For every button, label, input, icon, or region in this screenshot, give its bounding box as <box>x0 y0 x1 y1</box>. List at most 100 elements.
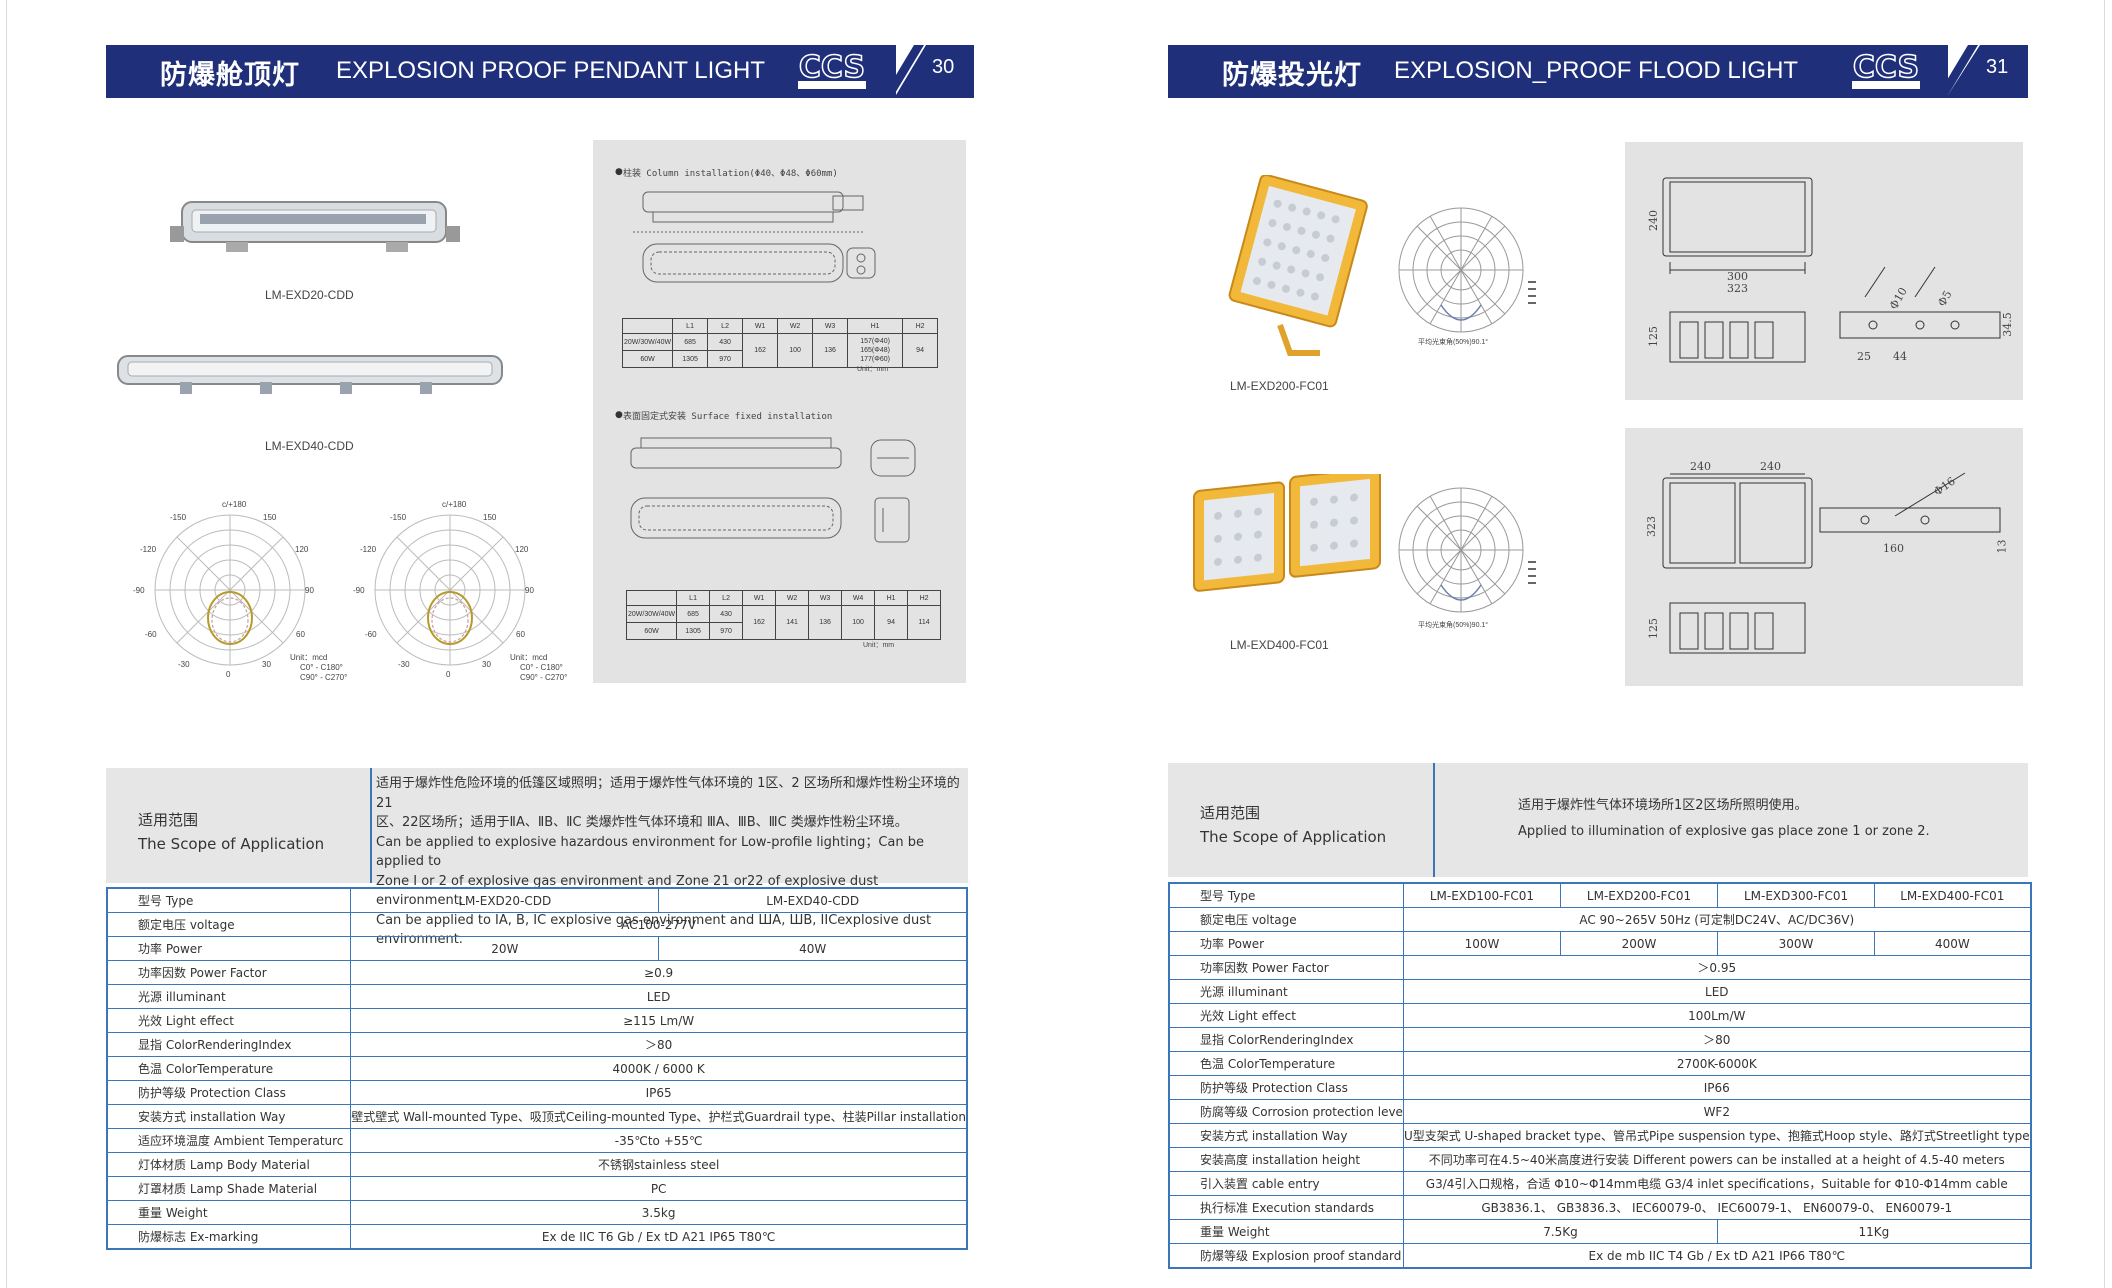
spec-value: 壁式壁式 Wall-mounted Type、吸顶式Ceiling-mounte… <box>350 1104 968 1129</box>
spec-value: ＞80 <box>350 1032 968 1057</box>
product-model-label: LM-EXD200-FC01 <box>1230 379 1329 393</box>
spec-key: 功率因数 Power Factor <box>106 960 352 985</box>
polar-chart-left <box>154 514 306 666</box>
dim-cell: 1305 <box>672 350 709 368</box>
polar-legend-c0: C0° - C180° <box>300 663 343 672</box>
scope-label-cn: 适用范围 <box>1200 804 1261 822</box>
header-bar <box>106 45 896 95</box>
product-photo-exd20 <box>170 190 470 270</box>
product-photo-fc01-200 <box>1228 175 1368 356</box>
polar-angle-label: c/+180 <box>222 500 247 509</box>
spec-value: 11Kg <box>1717 1219 2032 1244</box>
page-title-cn: 防爆投光灯 <box>1222 60 1362 91</box>
header-underline <box>1168 95 2028 98</box>
dim-cell: 94 <box>874 605 909 640</box>
spec-key: 额定电压 voltage <box>106 912 352 937</box>
dim-label: 13 <box>1995 539 2009 554</box>
spec-key: 重量 Weight <box>1168 1219 1404 1244</box>
spec-value: 100W <box>1402 931 1561 956</box>
dim-header: W3 <box>812 318 849 334</box>
spec-value: LM-EXD20-CDD <box>350 887 660 913</box>
polar-angle-label: 30 <box>482 660 491 669</box>
polar-angle-label: -90 <box>133 586 145 595</box>
spec-value: AC 90~265V 50Hz (可定制DC24V、AC/DC36V) <box>1402 907 2032 932</box>
spec-key: 色温 ColorTemperature <box>1168 1051 1404 1076</box>
spec-key: 显指 ColorRenderingIndex <box>106 1032 352 1057</box>
spec-key: 安装方式 installation Way <box>1168 1123 1404 1148</box>
dim-header <box>621 318 674 334</box>
polar-angle-label: -150 <box>170 513 187 522</box>
spec-value: AC100-277V <box>350 912 968 937</box>
spec-key: 灯罩材质 Lamp Shade Material <box>106 1176 352 1201</box>
spec-key: 显指 ColorRenderingIndex <box>1168 1027 1404 1052</box>
spec-value: IP66 <box>1402 1075 2032 1100</box>
page-header: 防爆舱顶灯 EXPLOSION PROOF PENDANT LIGHT CCS … <box>106 45 974 98</box>
page-edge-right <box>2104 0 2105 1288</box>
svg-text:CCS: CCS <box>1853 50 1919 85</box>
dim-cell: 162 <box>742 333 779 368</box>
scope-label-cn: 适用范围 <box>138 811 199 829</box>
spec-value: ≥115 Lm/W <box>350 1008 968 1033</box>
polar-unit-label: Unit：mcd <box>290 653 328 662</box>
dim-label: 25 <box>1857 350 1871 363</box>
column-install-drawing <box>633 191 876 283</box>
spec-value: ＞80 <box>1402 1027 2032 1052</box>
spec-value: LM-EXD300-FC01 <box>1717 882 1876 908</box>
dim-cell: 20W/30W/40W <box>625 605 678 623</box>
surface-install-table: L1 L2 W1 W2 W3 W4 H1 H2 20W/30W/40W 685 … <box>625 590 942 640</box>
product-model-label: LM-EXD400-FC01 <box>1230 638 1329 652</box>
polar-angle-label: -30 <box>178 660 190 669</box>
scope-of-application: 适用范围 The Scope of Application 适用于爆炸性气体环境… <box>1168 763 2028 877</box>
header-slash-decoration <box>884 45 974 95</box>
spec-value: 不同功率可在4.5~40米高度进行安装 Different powers can… <box>1402 1147 2032 1172</box>
dim-label: 34.5 <box>2000 312 2014 337</box>
spec-key: 光源 illuminant <box>1168 979 1404 1004</box>
polar-angle-label: -120 <box>360 545 377 554</box>
polar-angle-label: 150 <box>263 513 277 522</box>
polar-chart-right <box>374 514 526 666</box>
spec-value: Ex de mb IIC T4 Gb / Ex tD A21 IP66 T80℃ <box>1402 1243 2032 1269</box>
dim-cell: 20W/30W/40W <box>621 333 674 351</box>
polar-angle-label: c/+180 <box>442 500 467 509</box>
dim-cell: 1305 <box>676 622 711 640</box>
drawing-unit-label: Unit：mm <box>857 366 889 373</box>
polar-chart-fc01-400 <box>1398 487 1536 613</box>
dim-cell: 94 <box>902 333 939 368</box>
spec-value: GB3836.1、 GB3836.3、 IEC60079-0、 IEC60079… <box>1402 1195 2032 1220</box>
polar-angle-label: -60 <box>145 630 157 639</box>
dim-cell: 136 <box>808 605 843 640</box>
spec-key: 额定电压 voltage <box>1168 907 1404 932</box>
dim-header: L1 <box>672 318 709 334</box>
spec-key: 功率 Power <box>106 936 352 961</box>
dim-label: 300 <box>1727 270 1748 283</box>
dim-header: H2 <box>902 318 939 334</box>
dim-header: W3 <box>808 590 843 606</box>
dim-label: 240 <box>1647 210 1660 231</box>
polar-avg-label: 平均光束角(50%)90.1° <box>1418 622 1489 629</box>
spec-value: -35℃to +55℃ <box>350 1128 968 1153</box>
page-title-en: EXPLOSION_PROOF FLOOD LIGHT <box>1394 57 1799 84</box>
dim-cell: 685 <box>672 333 709 351</box>
dim-label: 323 <box>1645 516 1658 537</box>
polar-legend-c90: C90° - C270° <box>300 673 348 682</box>
scope-divider <box>1433 763 1435 877</box>
spec-key: 防爆等级 Explosion proof standard <box>1168 1243 1404 1269</box>
dim-header: W1 <box>742 590 777 606</box>
dimension-panel-fc01-200: 240 300 323 125 Φ10 Φ5 25 44 34.5 <box>1625 142 2023 400</box>
dim-header: W1 <box>742 318 779 334</box>
spec-key: 功率因数 Power Factor <box>1168 955 1404 980</box>
spec-key: 执行标准 Execution standards <box>1168 1195 1404 1220</box>
polar-angle-label: -90 <box>353 586 365 595</box>
dim-cell: 430 <box>707 333 744 351</box>
spec-value: LM-EXD40-CDD <box>658 887 968 913</box>
